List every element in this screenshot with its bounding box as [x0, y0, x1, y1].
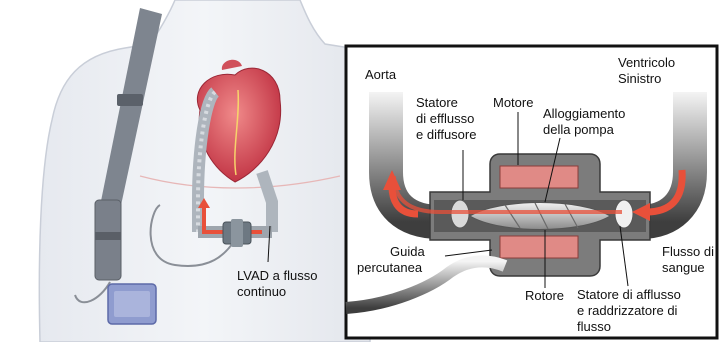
- battery-band: [95, 232, 121, 240]
- body-illustration: [39, 0, 370, 342]
- label-aorta: Aorta: [365, 67, 397, 82]
- strap-buckle: [117, 94, 143, 106]
- motor-top: [500, 166, 578, 188]
- label-rotore: Rotore: [525, 288, 564, 303]
- motor-bottom: [500, 236, 578, 258]
- label-motore: Motore: [493, 95, 533, 110]
- torso: [39, 0, 370, 342]
